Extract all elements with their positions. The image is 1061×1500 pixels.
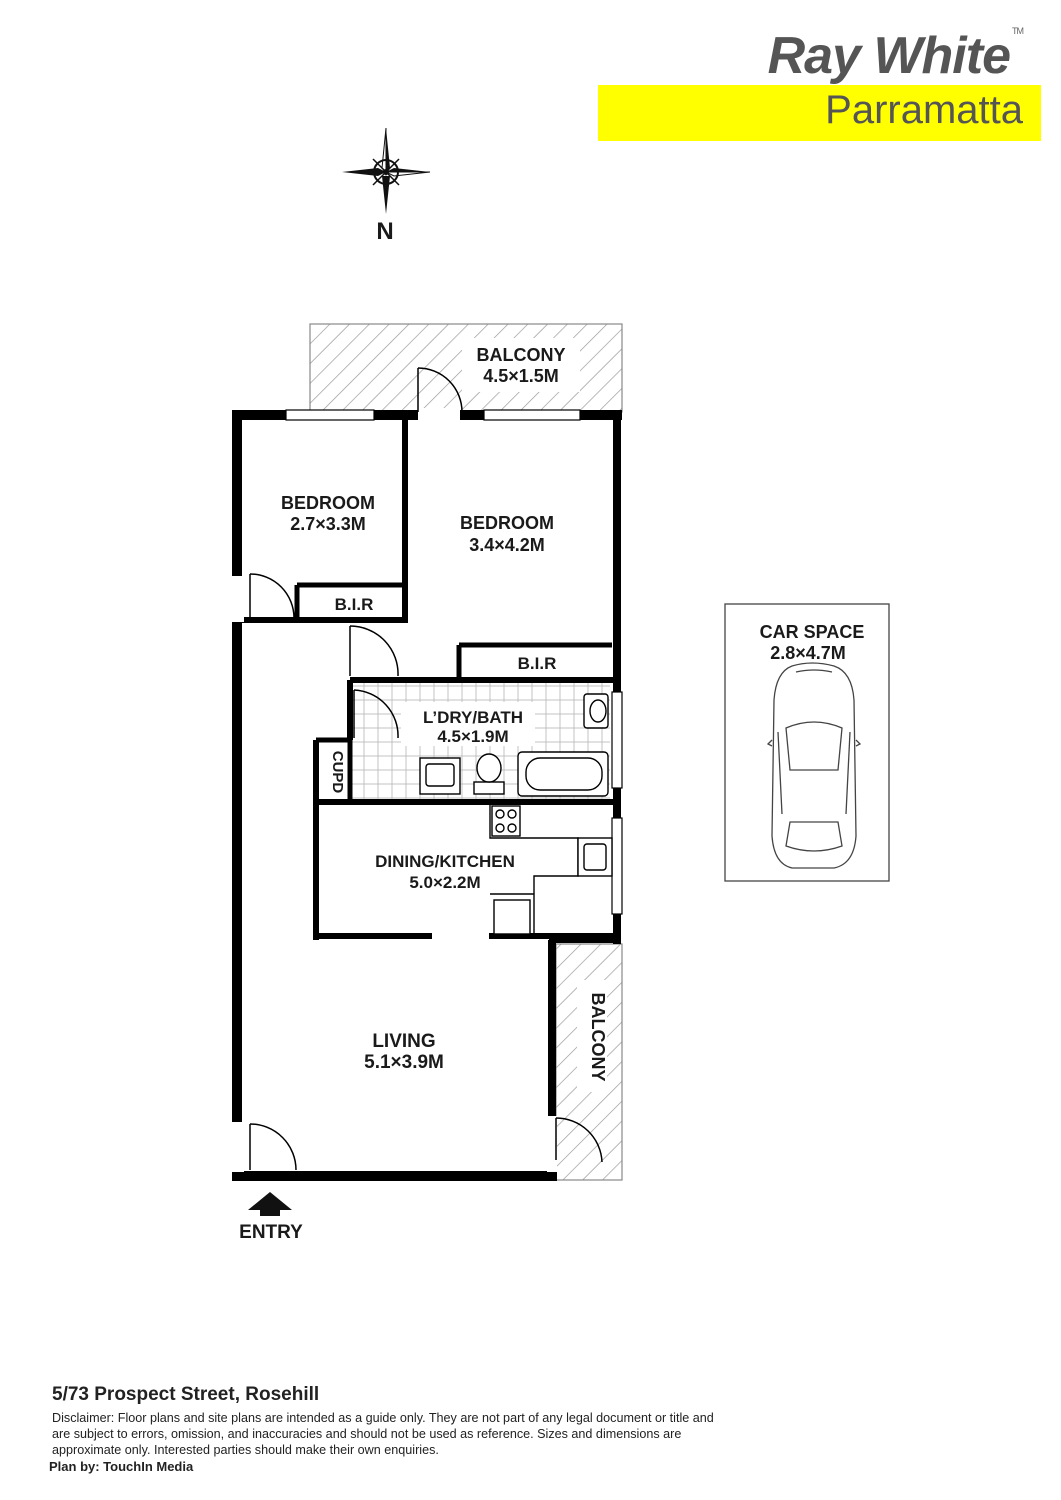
bedroom1-size: 2.7×3.3M	[290, 514, 366, 534]
entry-label: ENTRY	[239, 1222, 303, 1243]
balcony-top-size: 4.5×1.5M	[483, 366, 559, 386]
bedroom2-size: 3.4×4.2M	[469, 535, 545, 555]
bir2-label: B.I.R	[518, 654, 557, 673]
kitchen-fixtures	[489, 802, 613, 936]
living-name: LIVING	[372, 1031, 435, 1052]
plan-credit: Plan by: TouchIn Media	[49, 1459, 194, 1474]
office-name: Parramatta	[825, 88, 1023, 132]
bedroom2-name: BEDROOM	[460, 513, 554, 533]
footer: 5/73 Prospect Street, Rosehill Disclaime…	[49, 1384, 732, 1474]
bedroom1-name: BEDROOM	[281, 493, 375, 513]
laundry-bath-label-bg	[401, 702, 535, 746]
entry-arrow-icon	[248, 1192, 292, 1216]
windows	[285, 409, 623, 915]
bir1-label: B.I.R	[335, 595, 374, 614]
car-space-name: CAR SPACE	[760, 622, 865, 642]
cupboard-label: CUPD	[329, 751, 346, 794]
balcony-side-label-bg	[577, 980, 607, 1092]
compass-north-label: N	[376, 218, 393, 245]
balcony-side-name: BALCONY	[588, 993, 608, 1082]
office-banner	[598, 85, 1041, 141]
interior-walls	[240, 415, 617, 940]
car-icon	[766, 662, 862, 869]
balcony-top-name: BALCONY	[477, 345, 566, 365]
disclaimer-text: Disclaimer: Floor plans and site plans a…	[52, 1411, 714, 1457]
dining-kitchen-size: 5.0×2.2M	[409, 873, 480, 892]
property-address: 5/73 Prospect Street, Rosehill	[52, 1384, 320, 1405]
car-space-box	[724, 603, 890, 882]
door-swings	[232, 367, 603, 1172]
living-size: 5.1×3.9M	[364, 1052, 444, 1073]
bath-fixtures	[419, 693, 609, 797]
compass-icon	[342, 127, 431, 214]
car-space-size: 2.8×4.7M	[770, 643, 846, 663]
laundry-bath-size: 4.5×1.9M	[437, 727, 508, 746]
laundry-bath-name: L’DRY/BATH	[423, 708, 523, 727]
balcony-top-label-bg	[462, 338, 580, 392]
dining-kitchen-name: DINING/KITCHEN	[375, 852, 515, 871]
